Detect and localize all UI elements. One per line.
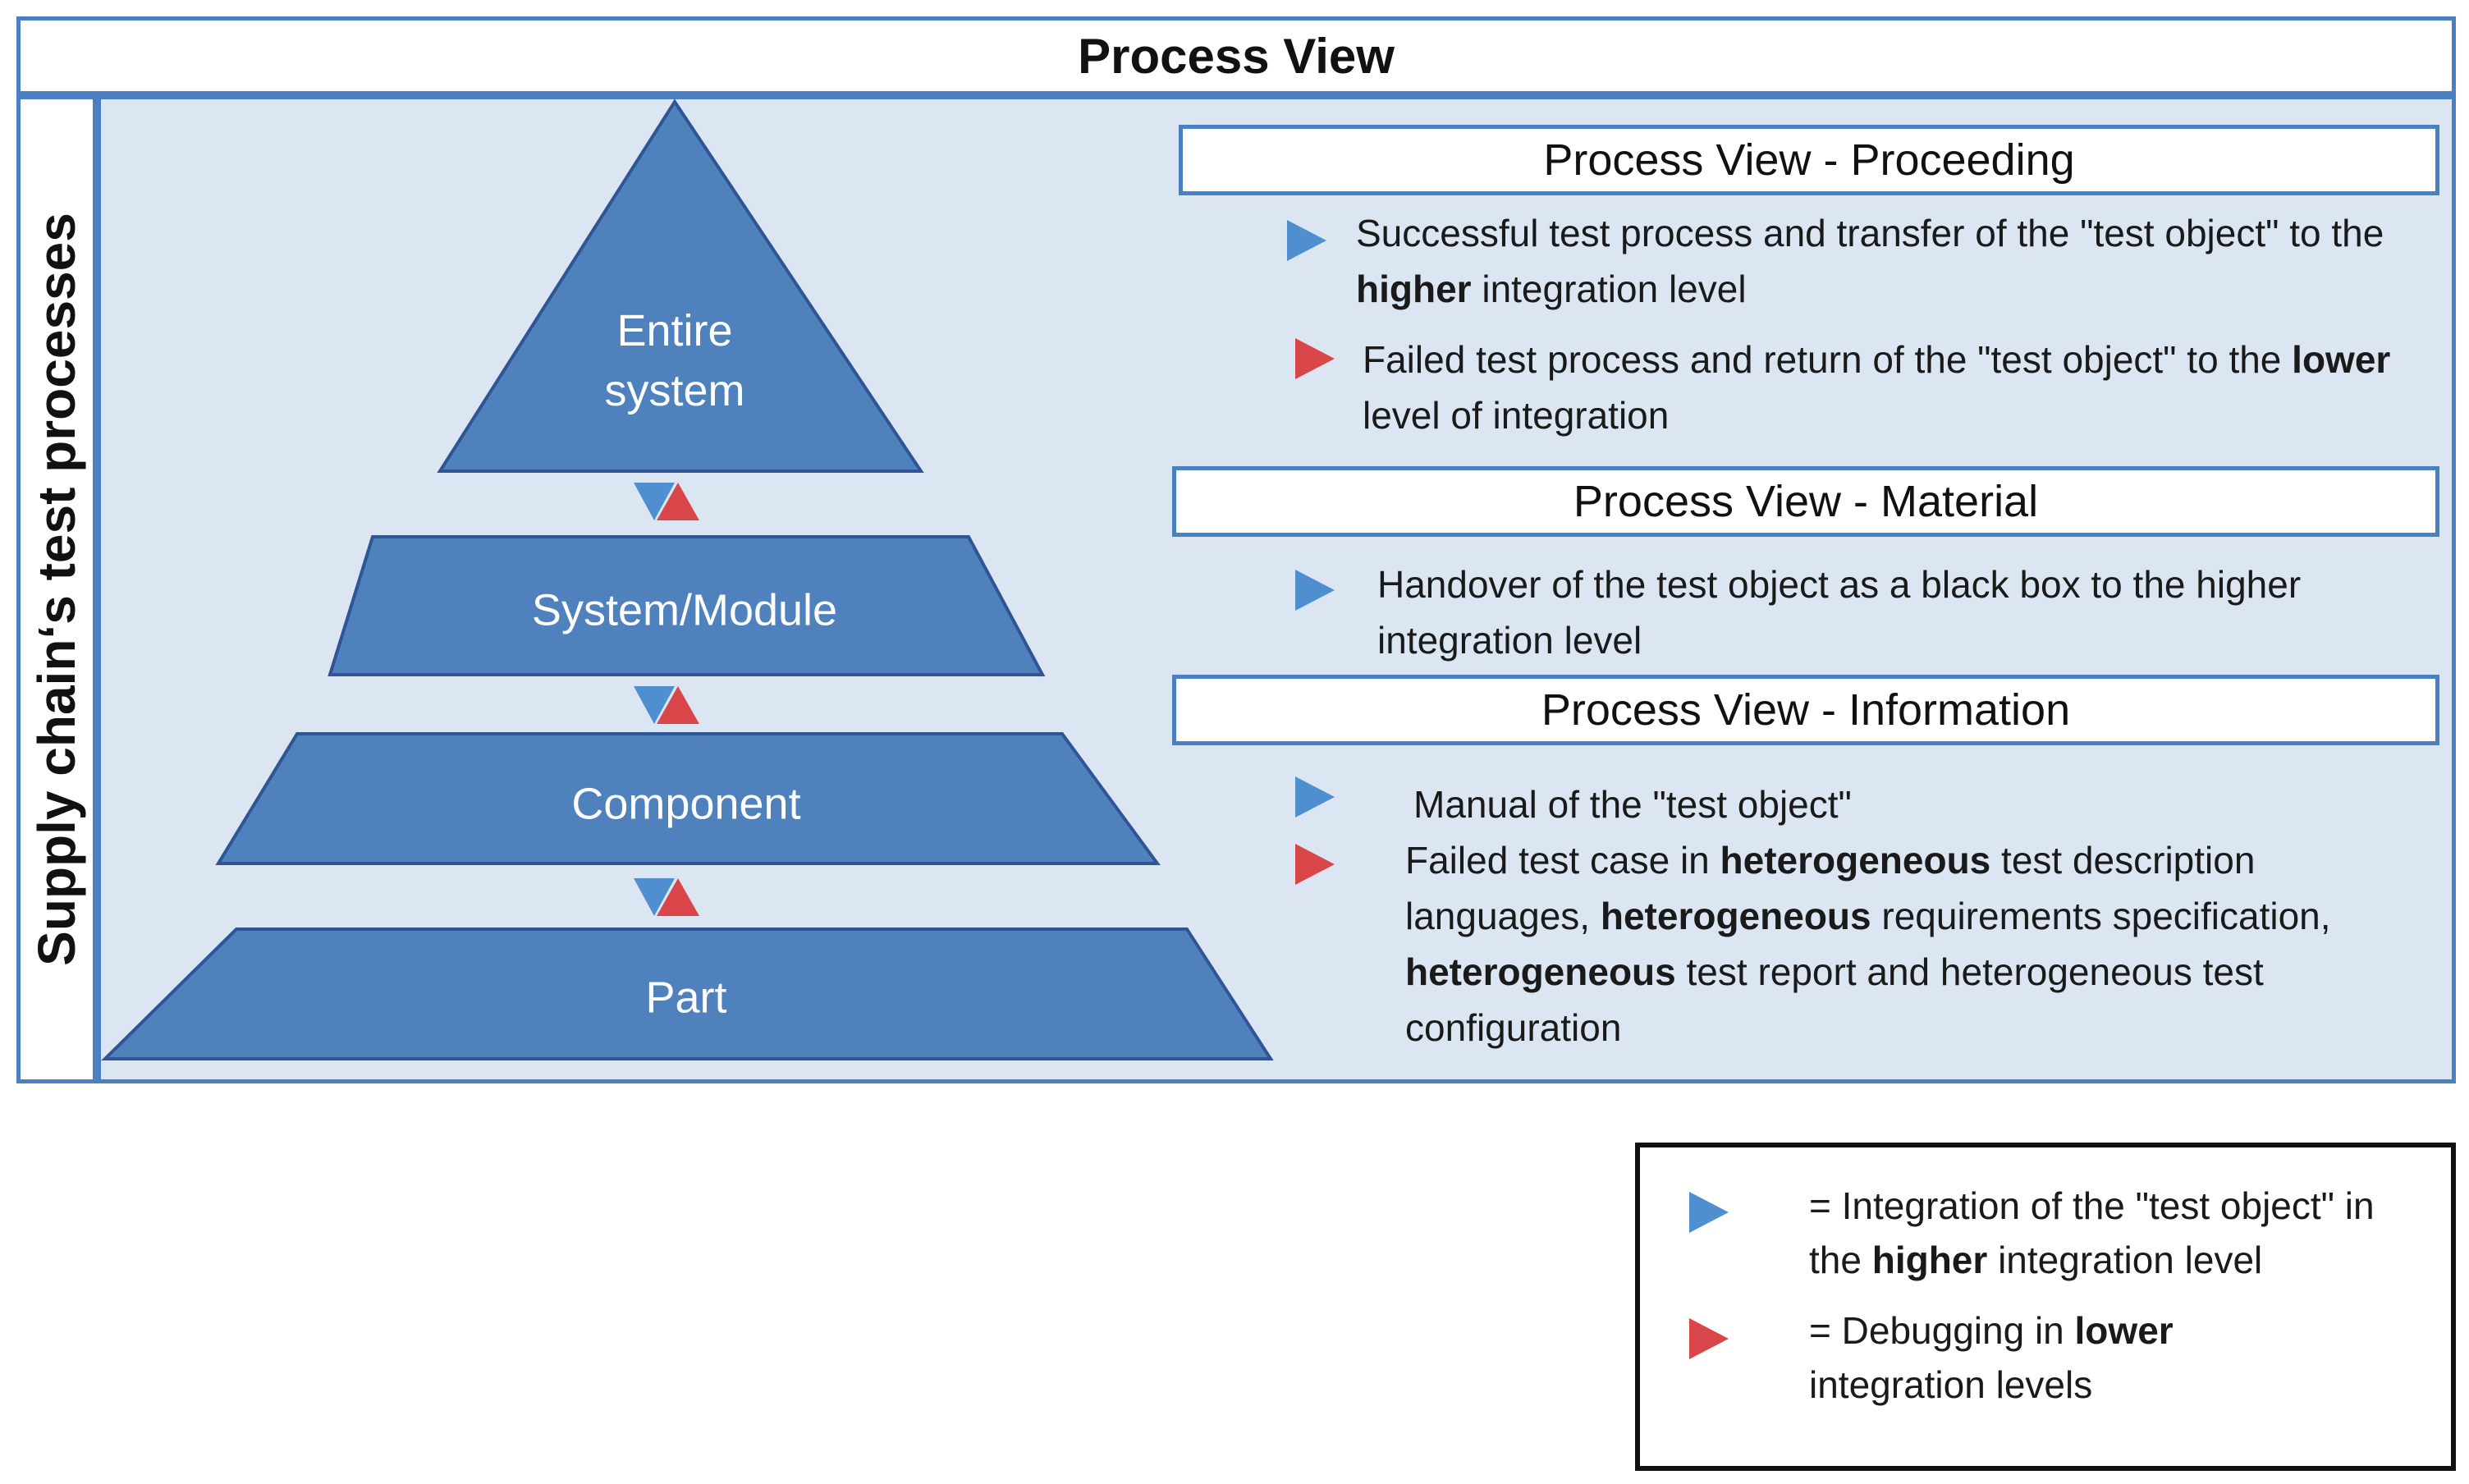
down-arrow-icon: [634, 483, 675, 520]
blue-arrow-icon: [1689, 1192, 1729, 1233]
section-header-proceeding: Process View - Proceeding: [1179, 125, 2439, 195]
tier-label-system-module: System/Module: [531, 585, 838, 635]
blue-arrow-icon: [1295, 570, 1335, 611]
tier-label-part: Part: [645, 973, 727, 1023]
up-arrow-icon: [657, 686, 699, 724]
up-arrow-icon: [657, 878, 699, 916]
blue-arrow-icon: [1287, 220, 1326, 261]
information-item-heterogeneous: Failed test case in heterogeneous test d…: [1405, 839, 2331, 1049]
page-title: Process View: [16, 16, 2456, 95]
tier-part: [101, 928, 1274, 1060]
legend-item-integration: = Integration of the "test object" in th…: [1809, 1184, 2375, 1281]
material-item-handover: Handover of the test object as a black b…: [1377, 563, 2302, 662]
information-item-manual: Manual of the "test object": [1413, 783, 1852, 826]
red-arrow-icon: [1295, 338, 1335, 379]
legend-item-debugging: = Debugging in lower integration levels: [1809, 1309, 2174, 1406]
down-arrow-icon: [634, 878, 675, 916]
legend: = Integration of the "test object" in th…: [1635, 1143, 2456, 1471]
section-header-information: Process View - Information: [1172, 675, 2439, 745]
tier-label-component: Component: [571, 779, 801, 829]
tier-system-module: [328, 535, 1046, 676]
section-header-material: Process View - Material: [1172, 466, 2439, 537]
red-arrow-icon: [1689, 1318, 1729, 1359]
side-label: Supply chain‘s test processes: [27, 213, 86, 966]
blue-arrow-icon: [1295, 776, 1335, 818]
proceeding-item-success: Successful test process and transfer of …: [1356, 212, 2384, 310]
red-arrow-icon: [1295, 844, 1335, 885]
tier-entire-system: [437, 98, 924, 473]
tier-component: [215, 732, 1161, 865]
down-arrow-icon: [634, 686, 675, 724]
proceeding-item-failed: Failed test process and return of the "t…: [1363, 338, 2391, 437]
side-panel: [16, 95, 97, 1083]
up-arrow-icon: [657, 483, 699, 520]
